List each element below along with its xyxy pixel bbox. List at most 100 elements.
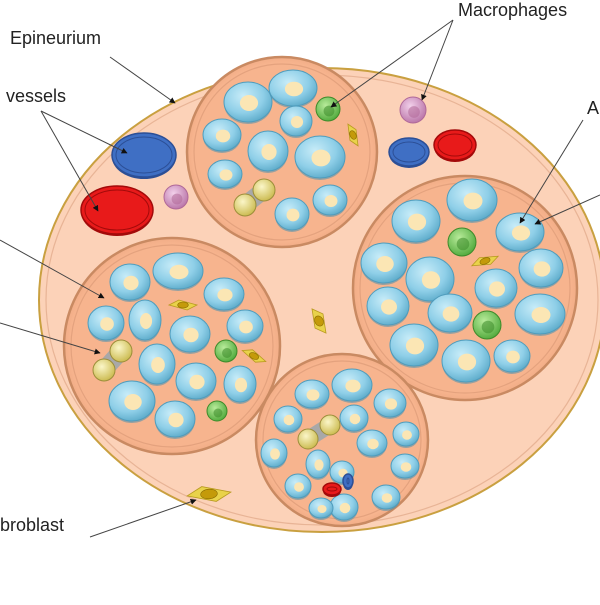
macrophage-pink-nucleus [408, 106, 420, 118]
axon-core [261, 144, 277, 160]
axon-core [234, 377, 248, 393]
arrow-macrophage-pink [421, 19, 454, 101]
arrow-vessels-artery [40, 110, 99, 212]
axon-label: A [587, 98, 600, 118]
axon-core [306, 389, 320, 401]
macrophages-label: Macrophages [458, 0, 568, 20]
fibroblast [167, 299, 199, 311]
axon-core [139, 313, 153, 329]
vein-lumen [115, 136, 173, 174]
axon-core [457, 353, 477, 371]
unmyelinated-axon [92, 358, 116, 382]
axon-core [290, 116, 304, 128]
axon-core [324, 195, 338, 207]
axon-core [286, 208, 300, 222]
epineurium-label: Epineurium [10, 28, 102, 48]
fascicle-left-perineurium [70, 244, 274, 448]
axon-core [124, 394, 142, 410]
macrophage-green-nucleus [323, 105, 335, 117]
axon-core [381, 299, 397, 315]
macrophage-green-nucleus [213, 408, 223, 418]
axon-core [349, 413, 361, 425]
artery-lumen [84, 189, 150, 231]
vein [388, 137, 430, 167]
axon-core [463, 192, 483, 210]
macrophage-green-nucleus [481, 320, 495, 334]
axon-core [311, 149, 331, 167]
axon-core [100, 317, 114, 331]
capillary-artery [322, 482, 342, 496]
capillary-vein-lumen [346, 477, 350, 485]
axon-core [381, 493, 393, 503]
artery [433, 129, 477, 161]
axon-core [533, 261, 551, 277]
artery-lumen [437, 133, 473, 157]
axon-core [421, 271, 441, 289]
fibroblast [186, 486, 232, 502]
fascicle-top-perineurium [193, 63, 371, 241]
arrow-perineurium [0, 239, 105, 299]
fibroblast-label: broblast [0, 515, 65, 535]
vein [111, 132, 177, 178]
unmyelinated-axon [233, 193, 257, 217]
fibroblast-nucleus [200, 488, 218, 500]
fibroblast-nucleus [479, 257, 491, 265]
axon-core [407, 213, 427, 231]
arrow-vessels-vein [40, 110, 128, 154]
arrow-fibroblast [89, 498, 197, 538]
arrow-axon [519, 119, 584, 224]
axon-core [531, 307, 551, 323]
axon-core [345, 379, 361, 393]
axon-core [215, 129, 231, 143]
axon-core [270, 448, 280, 460]
fibroblast-nucleus [177, 301, 189, 309]
unmyelinated-axon [109, 339, 133, 363]
axon-core [284, 81, 304, 97]
capillary-artery-lumen [326, 486, 338, 492]
artery [80, 185, 154, 235]
axon-core [169, 264, 189, 280]
unmyelinated-axon [252, 178, 276, 202]
axon-core [283, 414, 295, 426]
axon-core [239, 95, 259, 111]
fibroblast [241, 349, 267, 363]
macrophage-pink-nucleus [171, 193, 183, 205]
fibroblast-nucleus [314, 315, 324, 327]
macrophage-green-nucleus [456, 237, 470, 251]
fibroblast [311, 308, 327, 334]
axon-core [511, 225, 531, 241]
axon-core [367, 438, 379, 450]
fibroblast-nucleus [249, 352, 259, 360]
vessels-label: vessels [6, 86, 67, 106]
arrow-macrophage-green [330, 19, 454, 108]
arrow-epineurium [109, 56, 176, 104]
axon-core [314, 459, 324, 471]
axon-core [402, 430, 412, 440]
axon-core [219, 169, 233, 181]
axon-core [376, 256, 394, 272]
axon-core [405, 337, 425, 355]
axon-core [317, 505, 327, 513]
macrophage-green-nucleus [222, 348, 232, 358]
axon-core [294, 482, 304, 492]
arrow-myelin [534, 194, 600, 225]
axon-core [183, 327, 199, 343]
axon-core [400, 462, 412, 472]
capillary-vein [342, 473, 354, 489]
vein-lumen [392, 141, 426, 163]
axon-core [239, 320, 253, 334]
axon-core [168, 412, 184, 428]
axon-core [151, 357, 165, 373]
fibroblast [347, 123, 359, 147]
axon-core [442, 306, 460, 322]
axon-core [189, 374, 205, 390]
axon-core [384, 398, 398, 410]
unmyelinated-axon [319, 414, 341, 436]
unmyelinated-axon [297, 428, 319, 450]
axon-core [123, 275, 139, 291]
fibroblast [470, 255, 500, 267]
axon-core [217, 288, 233, 302]
axon-core [339, 502, 351, 514]
